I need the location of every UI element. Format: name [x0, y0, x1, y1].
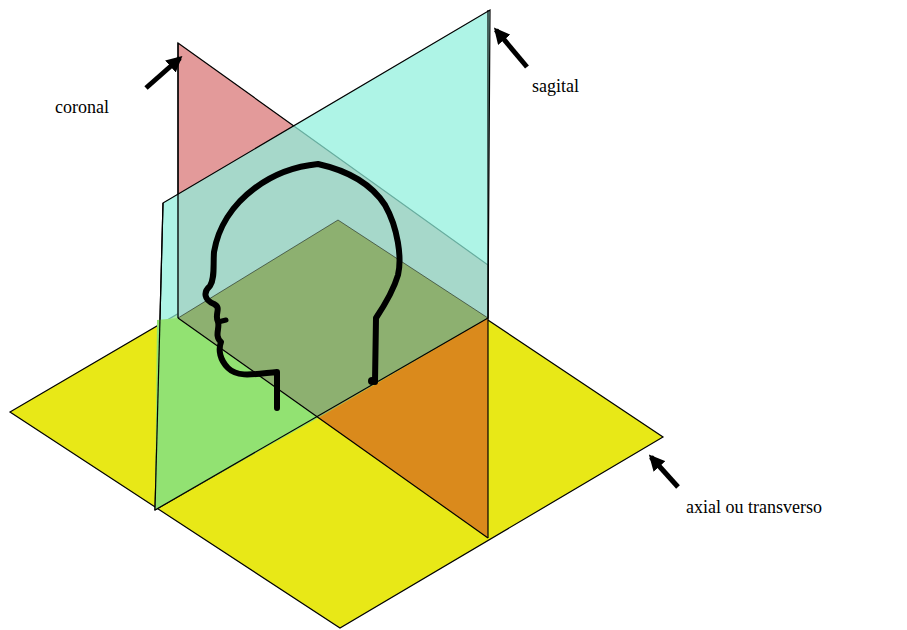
- plane-edge: [487, 10, 488, 538]
- leader-arrow: [651, 457, 678, 487]
- head-silhouette: [218, 320, 226, 322]
- plane-edge: [155, 203, 163, 510]
- plane-edge: [178, 220, 338, 318]
- head-silhouette: [205, 164, 399, 408]
- plane-label: sagital: [532, 76, 579, 98]
- plane-edge: [338, 220, 488, 318]
- head-silhouette: [368, 377, 376, 385]
- plane-label: axial ou transverso: [686, 497, 822, 519]
- plane-edge: [177, 43, 178, 318]
- plane-label: coronal: [55, 97, 109, 119]
- leader-arrow: [496, 30, 527, 67]
- overlap-region: [155, 318, 318, 510]
- axial-plane: [10, 220, 663, 628]
- plane-edge: [155, 318, 488, 510]
- overlap-region: [318, 318, 488, 538]
- leader-arrow: [146, 58, 180, 88]
- plane-edge: [178, 318, 488, 538]
